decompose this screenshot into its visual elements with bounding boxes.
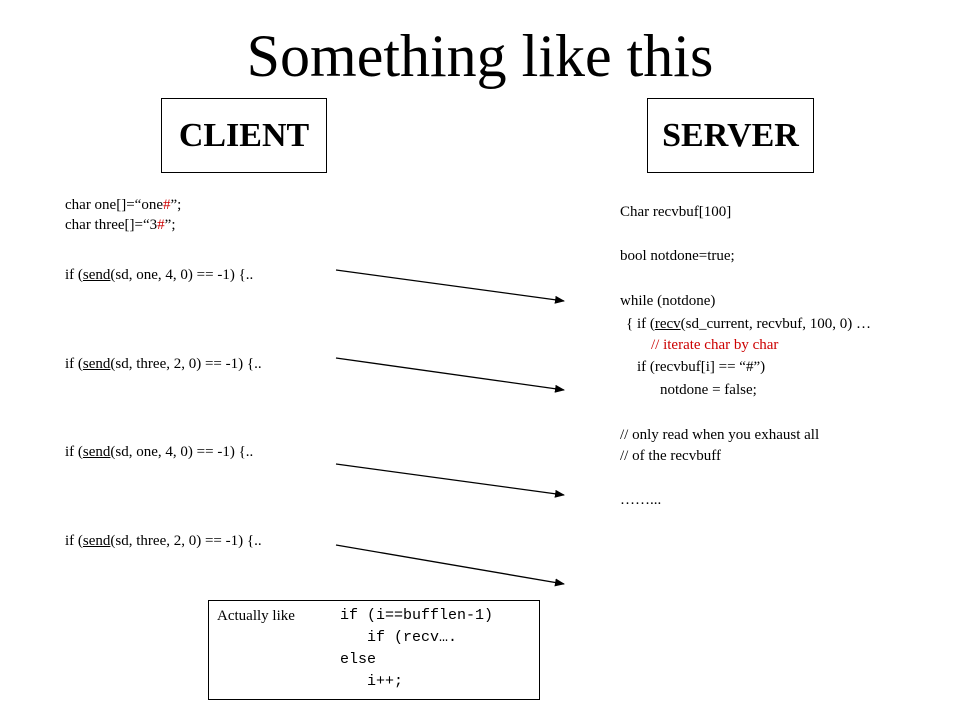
client-send-4: if (send(sd, three, 2, 0) == -1) {.. xyxy=(65,533,262,549)
server-while-line: while (notdone) xyxy=(620,293,716,309)
server-comment-read: // only read when you exhaust all xyxy=(620,427,820,443)
note-code-line-3: else xyxy=(340,651,377,668)
server-box: SERVER xyxy=(647,98,814,173)
client-label: CLIENT xyxy=(178,117,310,154)
note-box: Actually like if (i==bufflen-1) if (recv… xyxy=(208,600,540,700)
arrow-3 xyxy=(335,463,565,498)
server-notdone-decl: bool notdone=true; xyxy=(620,248,735,264)
arrow-4 xyxy=(335,544,565,587)
note-label: Actually like xyxy=(217,608,295,624)
client-send-3: if (send(sd, one, 4, 0) == -1) {.. xyxy=(65,444,254,460)
client-send-1: if (send(sd, one, 4, 0) == -1) {.. xyxy=(65,267,254,283)
server-recvbuf-decl: Char recvbuf[100] xyxy=(620,204,732,220)
client-decl-three: char three[]=“3#”; xyxy=(65,217,176,233)
note-code-line-4: i++; xyxy=(340,673,404,690)
slide-title: Something like this xyxy=(246,23,714,89)
server-comment-iterate: // iterate char by char xyxy=(651,337,779,353)
client-send-2: if (send(sd, three, 2, 0) == -1) {.. xyxy=(65,356,262,372)
server-if-hash: if (recvbuf[i] == “#”) xyxy=(637,359,766,375)
server-recv-line: { if (recv(sd_current, recvbuf, 100, 0) … xyxy=(626,316,872,332)
server-ellipsis: ……... xyxy=(620,492,662,508)
server-label: SERVER xyxy=(662,117,799,154)
client-box: CLIENT xyxy=(161,98,327,173)
server-notdone-false: notdone = false; xyxy=(660,382,757,398)
server-comment-recvbuff: // of the recvbuff xyxy=(620,448,721,464)
note-code-line-2: if (recv…. xyxy=(340,629,458,646)
arrow-1 xyxy=(335,269,565,304)
arrow-2 xyxy=(335,357,565,393)
note-code-line-1: if (i==bufflen-1) xyxy=(340,607,494,624)
client-decl-one: char one[]=“one#”; xyxy=(65,197,182,213)
